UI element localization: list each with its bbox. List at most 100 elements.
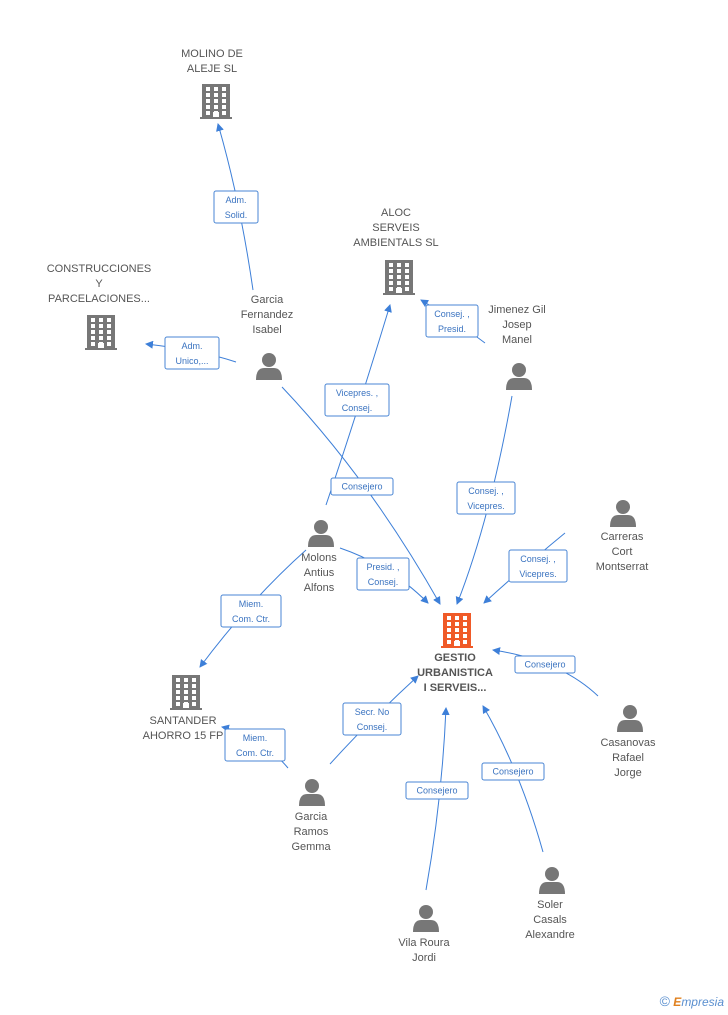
building-icon	[441, 613, 473, 648]
relation-label-box	[508, 549, 568, 583]
node-label-line: Rafael	[612, 752, 644, 764]
relation-label-line: Secr. No	[355, 707, 390, 717]
node-label-line: Garcia	[251, 294, 284, 306]
relation-label-r4[interactable]: Vicepres. ,Consej.	[324, 383, 390, 417]
relation-label-line: Consejero	[524, 660, 565, 670]
node-label-line: Ramos	[294, 826, 329, 838]
relation-label-r13[interactable]: Consejero	[405, 781, 469, 800]
node-label-line: Alfons	[304, 582, 335, 594]
node-label-line: Y	[95, 278, 103, 290]
node-label-line: SERVEIS	[372, 222, 420, 234]
relation-label-line: Consej.	[342, 403, 373, 413]
brand-name: mpresia	[681, 995, 724, 1009]
person-icon	[256, 353, 282, 380]
person-icon	[617, 705, 643, 732]
relation-label-text: Adm. Solid.	[225, 195, 248, 220]
relation-label-r14[interactable]: Consejero	[481, 762, 545, 781]
person-icon	[299, 779, 325, 806]
relation-label-line: Consej.	[357, 722, 388, 732]
relation-label-text: Consejero	[416, 786, 457, 796]
relation-label-line: Com. Ctr.	[232, 614, 270, 624]
node-label: GESTIO URBANISTICA I SERVEIS...	[417, 652, 493, 694]
relation-label-text: Miem. Com. Ctr.	[232, 599, 270, 624]
building-icon	[85, 315, 117, 350]
node-label-line: Gemma	[291, 841, 331, 853]
relation-label-r10[interactable]: Consejero	[514, 655, 576, 674]
relation-label-box	[342, 702, 402, 736]
relation-label-line: Consejero	[341, 482, 382, 492]
relation-label-line: Miem.	[243, 733, 268, 743]
relation-label-r7[interactable]: Consej. ,Vicepres.	[508, 549, 568, 583]
node-label-line: MOLINO DE	[181, 48, 243, 60]
node-label-line: Jordi	[412, 952, 436, 964]
relation-label-line: Consejero	[492, 767, 533, 777]
node-santander[interactable]: SANTANDER AHORRO 15 FP	[143, 675, 224, 742]
relation-label-r5[interactable]: Consejero	[330, 477, 394, 496]
node-label-line: Antius	[304, 567, 335, 579]
person-icon	[506, 363, 532, 390]
relation-label-r8[interactable]: Presid. ,Consej.	[356, 557, 410, 591]
relation-label-r2[interactable]: Adm. Unico,...	[164, 336, 220, 370]
node-label-line: AHORRO 15 FP	[143, 730, 224, 742]
relation-label-line: Consej. ,	[520, 554, 556, 564]
relation-label-box	[164, 336, 220, 370]
relation-label-box	[405, 781, 469, 800]
relation-label-r12[interactable]: Miem. Com. Ctr.	[224, 728, 286, 762]
relation-label-line: Adm.	[225, 195, 246, 205]
node-label-line: Isabel	[252, 324, 281, 336]
relation-label-r1[interactable]: Adm. Solid.	[213, 190, 259, 224]
person-icon	[308, 520, 334, 547]
relation-label-line: Solid.	[225, 210, 248, 220]
node-label-line: URBANISTICA	[417, 667, 493, 679]
relation-label-text: Consej. ,Presid.	[434, 309, 470, 334]
relation-label-line: Unico,...	[175, 356, 208, 366]
building-icon	[170, 675, 202, 710]
relation-labels-layer: Adm. Solid. Adm. Unico,... Consej. ,Presid. V…	[164, 190, 576, 800]
node-label-line: Casanovas	[600, 737, 656, 749]
relation-label-text: Presid. ,Consej.	[366, 562, 399, 587]
node-label-line: Casals	[533, 914, 567, 926]
node-label-line: Montserrat	[596, 561, 649, 573]
node-label-line: I SERVEIS...	[424, 682, 487, 694]
person-icon	[539, 867, 565, 894]
relation-label-line: Adm.	[181, 341, 202, 351]
node-label-line: Jorge	[614, 767, 642, 779]
relation-label-box	[514, 655, 576, 674]
relation-label-box	[456, 481, 516, 515]
node-label-line: GESTIO	[434, 652, 476, 664]
relation-label-box	[481, 762, 545, 781]
relation-label-r9[interactable]: Miem. Com. Ctr.	[220, 594, 282, 628]
relation-label-box	[220, 594, 282, 628]
relation-label-r11[interactable]: Secr. No Consej.	[342, 702, 402, 736]
relation-label-line: Consej. ,	[434, 309, 470, 319]
relation-label-r6[interactable]: Consej. ,Vicepres.	[456, 481, 516, 515]
node-gestio[interactable]: GESTIO URBANISTICA I SERVEIS...	[417, 613, 493, 694]
relation-label-text: Consej. ,Vicepres.	[467, 486, 504, 511]
node-label-line: Jimenez Gil	[488, 304, 545, 316]
node-label-line: Cort	[612, 546, 633, 558]
relation-label-r3[interactable]: Consej. ,Presid.	[425, 304, 479, 338]
relation-label-line: Com. Ctr.	[236, 748, 274, 758]
relation-label-text: Consejero	[492, 767, 533, 777]
node-label-line: SANTANDER	[149, 715, 216, 727]
relation-label-box	[224, 728, 286, 762]
relation-label-line: Miem.	[239, 599, 264, 609]
